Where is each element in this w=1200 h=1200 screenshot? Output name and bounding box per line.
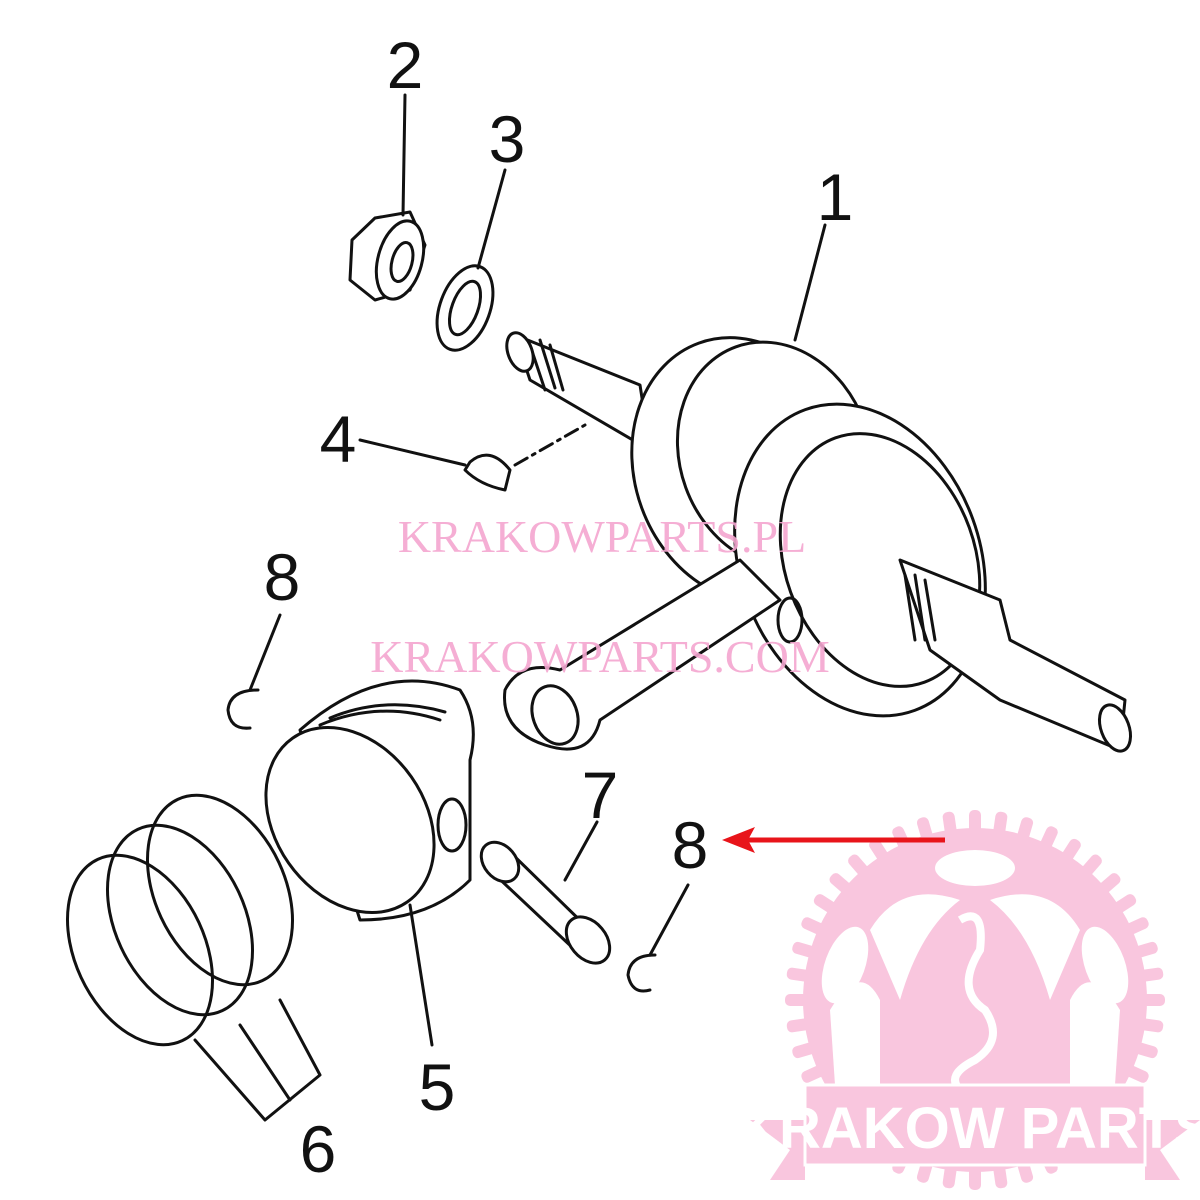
callout-2: 2 bbox=[387, 28, 424, 102]
watermark-com: KRAKOWPARTS.COM bbox=[370, 631, 829, 682]
piston-pin bbox=[479, 840, 612, 965]
woodruff-key bbox=[463, 423, 587, 492]
watermark-pl: KRAKOWPARTS.PL bbox=[398, 511, 806, 562]
callout-5: 5 bbox=[419, 1050, 456, 1124]
callout-8-right: 8 bbox=[672, 808, 709, 882]
piston bbox=[264, 679, 475, 922]
circlip bbox=[626, 953, 657, 993]
callout-3: 3 bbox=[489, 102, 526, 176]
highlight-arrow bbox=[722, 827, 945, 853]
callout-7: 7 bbox=[582, 758, 619, 832]
circlip bbox=[226, 688, 260, 730]
krakow-parts-logo: KRAKOW PARTS bbox=[737, 810, 1200, 1190]
nut bbox=[348, 210, 427, 302]
callout-8-left: 8 bbox=[264, 540, 301, 614]
dragon-icon bbox=[951, 912, 997, 1093]
callout-1: 1 bbox=[817, 160, 854, 234]
crankshaft bbox=[503, 331, 1133, 753]
callout-4: 4 bbox=[320, 402, 357, 476]
piston-rings bbox=[65, 793, 322, 1122]
logo-text: KRAKOW PARTS bbox=[737, 1096, 1200, 1161]
callout-6: 6 bbox=[300, 1112, 337, 1186]
washer bbox=[435, 264, 495, 352]
